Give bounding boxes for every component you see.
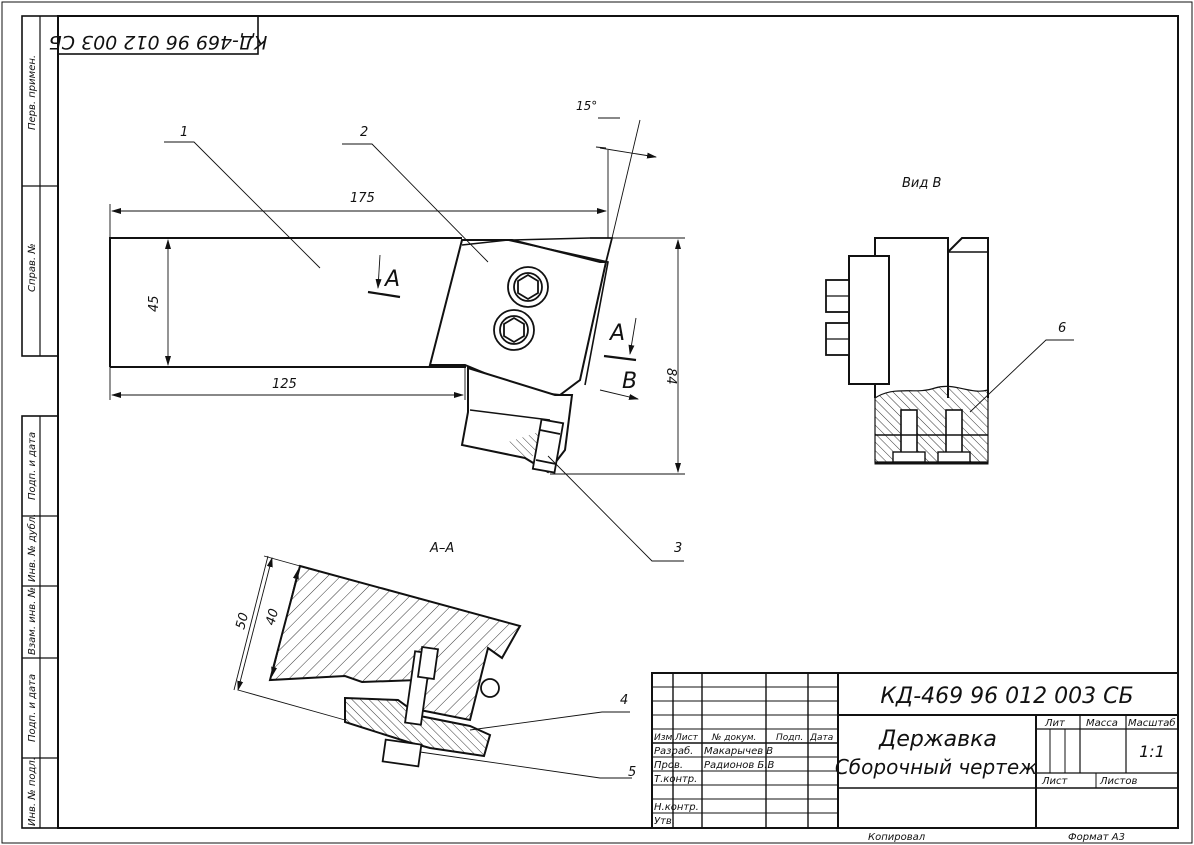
row-role-utv: Утв. — [654, 816, 675, 827]
view-b: Вид В — [825, 176, 1074, 465]
section-a-a — [268, 564, 522, 768]
row-name-razrab: Макарычев В — [704, 746, 773, 757]
col-list: Лист — [674, 733, 699, 743]
drawing-number-mirrored: КД-469 96 012 003 СБ — [49, 31, 268, 53]
leader-4: 4 — [620, 693, 628, 708]
view-b-label: Вид В — [902, 176, 941, 191]
lit-header: Лит — [1044, 718, 1066, 729]
col-izm: Изм. — [654, 733, 675, 743]
drawing-type: Сборочный чертеж — [835, 755, 1037, 779]
col-podp: Подп. — [776, 733, 803, 743]
dim-50: 50 — [233, 611, 252, 631]
dim-40: 40 — [263, 607, 282, 627]
col-doc: № докум. — [711, 733, 756, 743]
stamp-sprav-no: Справ. № — [27, 243, 38, 292]
section-dimensions — [233, 555, 632, 779]
leader-5: 5 — [628, 765, 636, 780]
dim-125: 125 — [272, 377, 297, 392]
dim-175: 175 — [350, 191, 375, 206]
main-view — [109, 237, 614, 474]
part-name: Державка — [878, 727, 997, 752]
scale-value: 1:1 — [1139, 742, 1165, 761]
row-role-razrab: Разраб. — [654, 745, 693, 757]
leader-3: 3 — [674, 541, 682, 556]
mirrored-number-box: КД-469 96 012 003 СБ — [49, 15, 268, 55]
stamp-inv-dubl: Инв. № дубл. — [26, 514, 38, 582]
stamp-podp-data-2: Подп. и дата — [27, 674, 38, 742]
side-stamp-column: Перв. примен. Справ. № Подп. и дата Инв.… — [21, 15, 59, 829]
sheet-label: Лист — [1041, 776, 1069, 787]
leader-1: 1 — [180, 125, 188, 140]
dim-angle: 15° — [576, 99, 597, 113]
leaders-main — [164, 141, 684, 562]
stamp-vzam-inv: Взам. инв. № — [27, 587, 38, 655]
row-role-prov: Пров. — [654, 760, 683, 771]
leader-2: 2 — [360, 125, 368, 140]
sheets-label: Листов — [1099, 776, 1137, 787]
leader-6: 6 — [1058, 321, 1066, 336]
col-data: Дата — [809, 733, 833, 743]
row-role-nkontr: Н.контр. — [654, 802, 699, 813]
section-mark-a-left: А — [383, 267, 400, 292]
stamp-inv-podl: Инв. № подл. — [27, 757, 38, 826]
dim-84: 84 — [663, 368, 678, 385]
stamp-perv-primen: Перв. примен. — [27, 55, 38, 130]
row-name-prov: Радионов Б.В — [704, 760, 774, 771]
mass-header: Масса — [1086, 718, 1118, 729]
footer-copied: Копировал — [868, 832, 926, 843]
row-role-tkontr: Т.контр. — [654, 774, 697, 785]
section-title: А–А — [429, 541, 454, 556]
main-view-dimensions — [109, 117, 685, 475]
dim-45: 45 — [147, 295, 162, 312]
view-mark-b: В — [622, 369, 637, 394]
drawing-number: КД-469 96 012 003 СБ — [880, 684, 1133, 709]
title-block — [651, 672, 1179, 829]
stamp-podp-data-1: Подп. и дата — [27, 432, 38, 500]
section-mark-a-right: А — [608, 321, 625, 346]
scale-header: Масштаб — [1128, 717, 1176, 729]
footer-format: Формат А3 — [1068, 832, 1125, 843]
